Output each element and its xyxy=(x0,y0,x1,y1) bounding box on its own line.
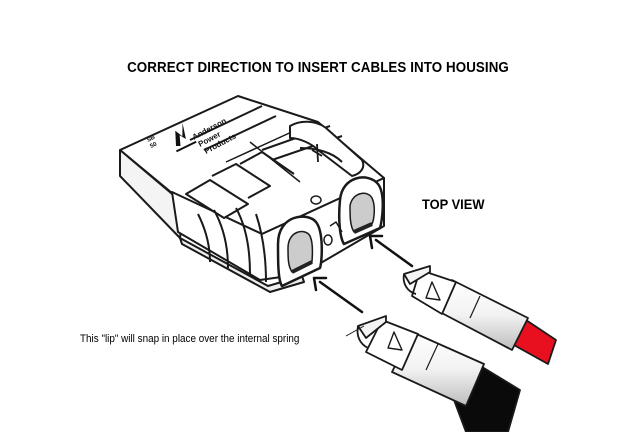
insert-arrow-upper xyxy=(368,234,414,268)
plus-mark-icon xyxy=(311,143,323,163)
part-number-line-1: SB xyxy=(146,134,157,144)
black-cable-assembly xyxy=(356,315,521,433)
connector-housing xyxy=(119,95,385,293)
diagram-title: CORRECT DIRECTION TO INSERT CABLES INTO … xyxy=(127,60,509,76)
view-label: TOP VIEW xyxy=(422,196,485,212)
insert-arrow-lower xyxy=(312,276,364,314)
housing-front-face xyxy=(171,177,385,281)
lip-leader-line xyxy=(345,325,365,337)
anderson-logo-icon xyxy=(175,122,197,153)
housing-rib xyxy=(189,105,263,141)
part-number-line-2: 50 xyxy=(149,141,158,150)
red-contact-tip xyxy=(403,265,431,285)
red-cable-assembly xyxy=(402,265,557,365)
black-contact-tip xyxy=(357,315,387,339)
lip-annotation: This "lip" will snap in place over the i… xyxy=(80,333,300,345)
